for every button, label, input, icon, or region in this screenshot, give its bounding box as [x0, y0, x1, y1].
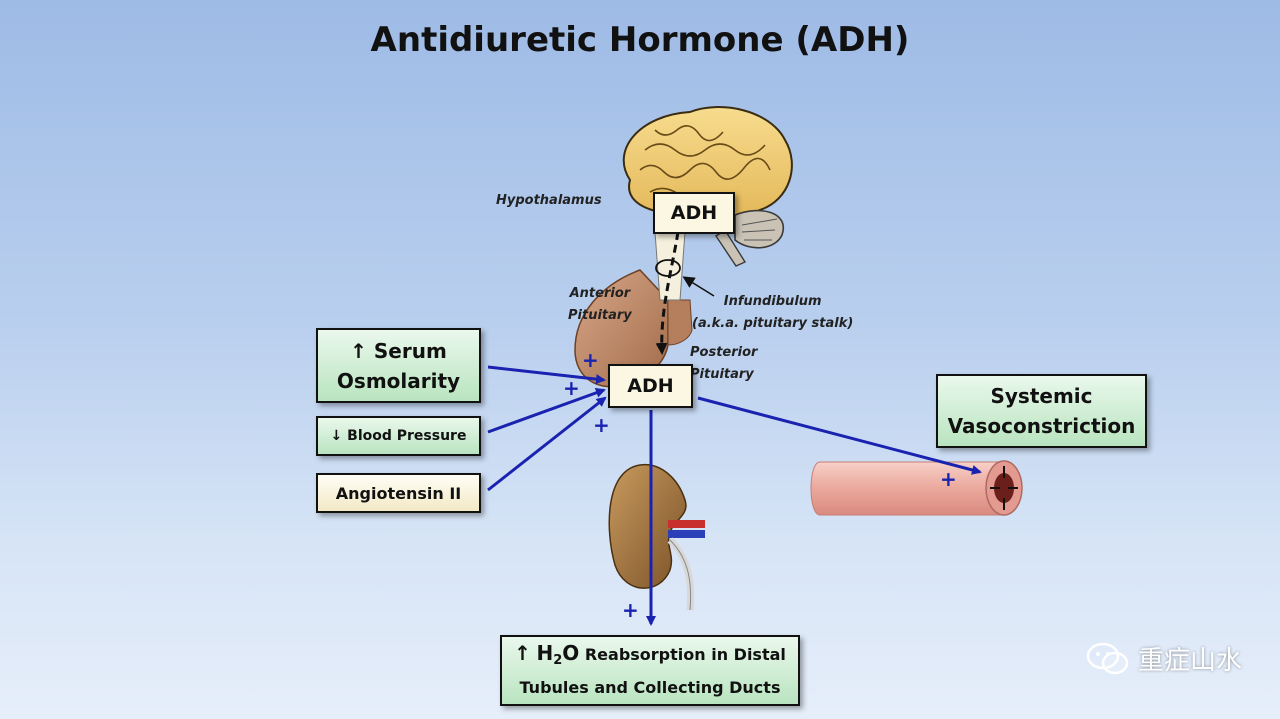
water-reabsorption-box: ↑ H2O Reabsorption in Distal Tubules and… — [500, 635, 800, 706]
osmolarity-label: Osmolarity — [336, 368, 461, 393]
plus-sign-kidney: + — [622, 598, 639, 622]
plus-sign-serum: + — [582, 348, 599, 372]
blood-vessel-illustration — [810, 460, 1023, 516]
arrow-bp-to-adh — [487, 388, 606, 434]
blood-pressure-box: ↓ Blood Pressure — [316, 416, 481, 456]
vasoconstriction-line2: Vasoconstriction — [947, 414, 1136, 438]
kidney-illustration — [608, 463, 705, 611]
posterior-pituitary-label-line2: Pituitary — [690, 367, 754, 382]
page-title: Antidiuretic Hormone (ADH) — [370, 20, 910, 60]
posterior-pituitary-label-line1: Posterior — [690, 345, 758, 360]
reabsorption-label: Reabsorption in Distal — [584, 644, 786, 664]
arrow-serum-to-adh — [487, 365, 606, 385]
anterior-pituitary-label-line1: Anterior — [569, 286, 631, 301]
watermark: 重症山水 — [1086, 640, 1242, 677]
arrow-adh-to-vessel — [697, 396, 982, 475]
angiotensin-box: Angiotensin II — [316, 473, 481, 513]
increase-arrow-icon: ↑ — [514, 640, 531, 665]
water-h: H — [536, 640, 554, 665]
anterior-pituitary-label: Anterior Pituitary — [568, 283, 632, 327]
tubules-label: Tubules and Collecting Ducts — [519, 678, 781, 698]
chat-icon — [1086, 642, 1129, 674]
adh-box-posterior-pituitary: ADH — [608, 364, 693, 408]
posterior-pituitary-label: Posterior Pituitary — [690, 342, 757, 386]
brain-illustration — [622, 106, 793, 267]
water-subscript: 2 — [553, 653, 563, 669]
adh-box-hypothalamus: ADH — [653, 192, 735, 234]
plus-sign-bp: + — [563, 376, 580, 400]
watermark-text: 重症山水 — [1137, 646, 1242, 676]
arrow-angiotensin-to-adh — [487, 396, 607, 492]
infundibulum-label-line2: (a.k.a. pituitary stalk) — [692, 316, 854, 331]
infundibulum-label: Infundibulum (a.k.a. pituitary stalk) — [692, 291, 853, 335]
vasoconstriction-box: Systemic Vasoconstriction — [936, 374, 1147, 448]
plus-sign-vessel: + — [940, 467, 957, 491]
anterior-pituitary-label-line2: Pituitary — [568, 308, 632, 323]
increase-arrow-icon: ↑ — [350, 338, 367, 363]
pituitary-illustration — [574, 231, 715, 388]
hypothalamus-label: Hypothalamus — [496, 193, 602, 208]
infundibulum-label-line1: Infundibulum — [723, 294, 822, 309]
serum-osmolarity-box: ↑ Serum Osmolarity — [316, 328, 481, 403]
vasoconstriction-line1: Systemic — [990, 384, 1093, 408]
water-o: O — [562, 640, 580, 665]
serum-label: Serum — [373, 338, 447, 363]
plus-sign-angiotensin: + — [593, 413, 610, 437]
